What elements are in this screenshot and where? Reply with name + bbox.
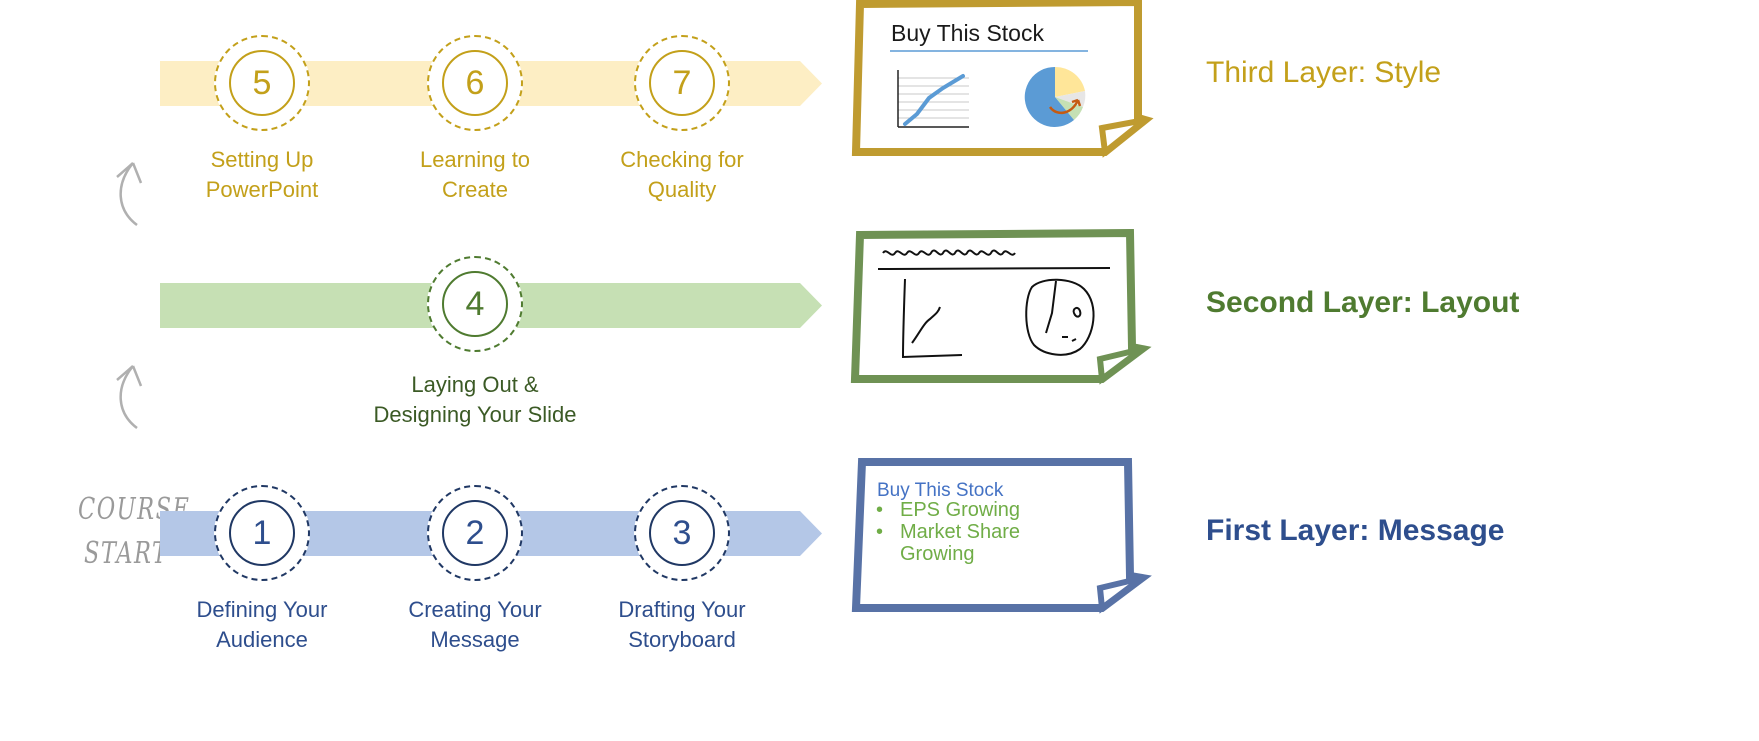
step-number: 7	[649, 50, 715, 116]
layer-title-third: Third Layer: Style	[1206, 56, 1441, 90]
step-circle-1: 1	[214, 485, 310, 581]
step-circle-5: 5	[214, 35, 310, 131]
step-number: 1	[229, 500, 295, 566]
slide-note-message: Buy This Stock •EPS Growing •Market Shar…	[850, 458, 1168, 628]
layer-title-first: First Layer: Message	[1206, 514, 1504, 548]
layer-title-second: Second Layer: Layout	[1206, 286, 1519, 320]
step-circle-4: 4	[427, 256, 523, 352]
course-start-label: START	[84, 536, 168, 571]
step-label-4: Laying Out &Designing Your Slide	[345, 370, 605, 430]
sketch-title-scribble	[878, 241, 1118, 271]
slide-note-style: Buy This Stock	[850, 0, 1168, 170]
step-circle-6: 6	[427, 35, 523, 131]
slide-note-layout	[850, 229, 1168, 399]
pie-chart-icon	[1022, 62, 1092, 132]
step-number: 4	[442, 271, 508, 337]
curved-up-arrow-icon	[105, 358, 155, 433]
step-circle-2: 2	[427, 485, 523, 581]
step-number: 3	[649, 500, 715, 566]
note-bullet-continuation: Growing	[900, 542, 974, 567]
step-number: 2	[442, 500, 508, 566]
step-number: 6	[442, 50, 508, 116]
line-chart-icon	[895, 68, 971, 130]
note-title: Buy This Stock	[891, 20, 1044, 47]
step-number: 5	[229, 50, 295, 116]
sketch-pie-chart	[1022, 275, 1102, 360]
sketch-line-chart	[900, 277, 970, 362]
step-circle-3: 3	[634, 485, 730, 581]
curved-up-arrow-icon	[105, 155, 155, 230]
step-circle-7: 7	[634, 35, 730, 131]
note-title-underline	[890, 50, 1090, 54]
